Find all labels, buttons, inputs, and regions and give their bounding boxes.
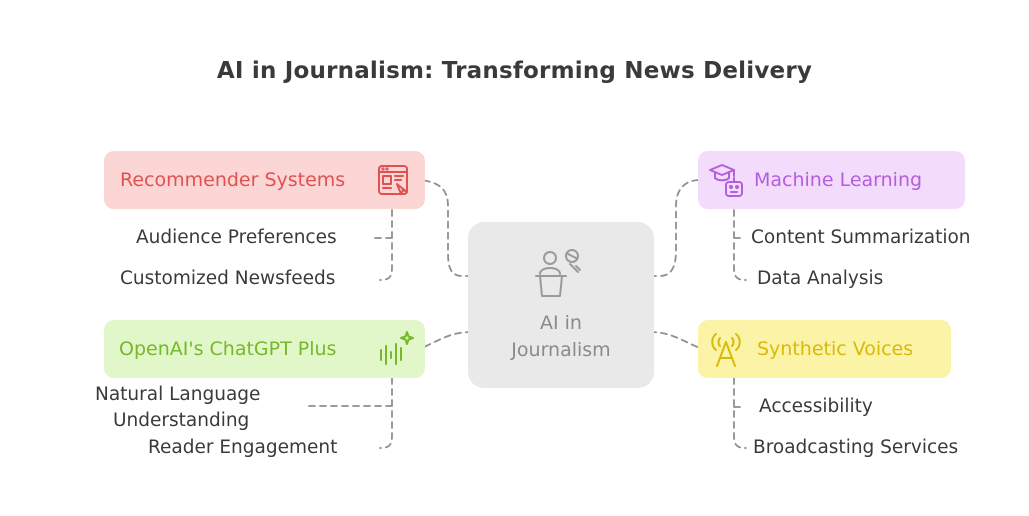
broadcast-a-icon xyxy=(711,333,741,367)
connector-chatgpt-items xyxy=(305,377,393,449)
connector-center-recommender xyxy=(419,179,473,277)
chatgpt-item-natural-language: Natural Language xyxy=(95,384,261,405)
voices-item-accessibility: Accessibility xyxy=(759,396,873,417)
sound-wave-sparkle-icon xyxy=(380,331,414,365)
chatgpt-item-understanding: Understanding xyxy=(113,410,250,431)
synthetic-voices-label: Synthetic Voices xyxy=(757,338,914,360)
connector-recommender-items xyxy=(373,209,393,281)
article-layout-icon xyxy=(378,165,408,195)
recommender-systems-node: Recommender Systems xyxy=(104,151,425,209)
center-label-line1: AI in xyxy=(540,312,582,334)
graduation-robot-icon xyxy=(709,164,743,197)
machine-learning-node: Machine Learning xyxy=(698,151,965,209)
center-node: AI in Journalism xyxy=(468,222,654,388)
ml-item-data-analysis: Data Analysis xyxy=(757,268,884,289)
recommender-systems-label: Recommender Systems xyxy=(120,169,346,191)
connector-center-ml xyxy=(649,179,701,277)
connector-center-chatgpt xyxy=(423,331,473,348)
voices-item-broadcasting-services: Broadcasting Services xyxy=(753,437,959,458)
journalist-podium-icon xyxy=(535,249,581,297)
chatgpt-plus-node: OpenAI's ChatGPT Plus xyxy=(104,320,425,378)
diagram-title: AI in Journalism: Transforming News Deli… xyxy=(216,58,813,84)
connector-ml-items xyxy=(733,209,747,281)
connector-voices-items xyxy=(733,377,747,449)
recommender-item-customized-newsfeeds: Customized Newsfeeds xyxy=(120,268,336,289)
machine-learning-label: Machine Learning xyxy=(754,169,923,191)
center-label-line2: Journalism xyxy=(511,339,611,361)
synthetic-voices-node: Synthetic Voices xyxy=(698,320,951,378)
chatgpt-item-reader-engagement: Reader Engagement xyxy=(148,437,338,458)
chatgpt-plus-label: OpenAI's ChatGPT Plus xyxy=(119,338,337,360)
connector-center-voices xyxy=(649,331,701,349)
recommender-item-audience-preferences: Audience Preferences xyxy=(136,227,337,248)
ml-item-content-summarization: Content Summarization xyxy=(751,227,971,248)
